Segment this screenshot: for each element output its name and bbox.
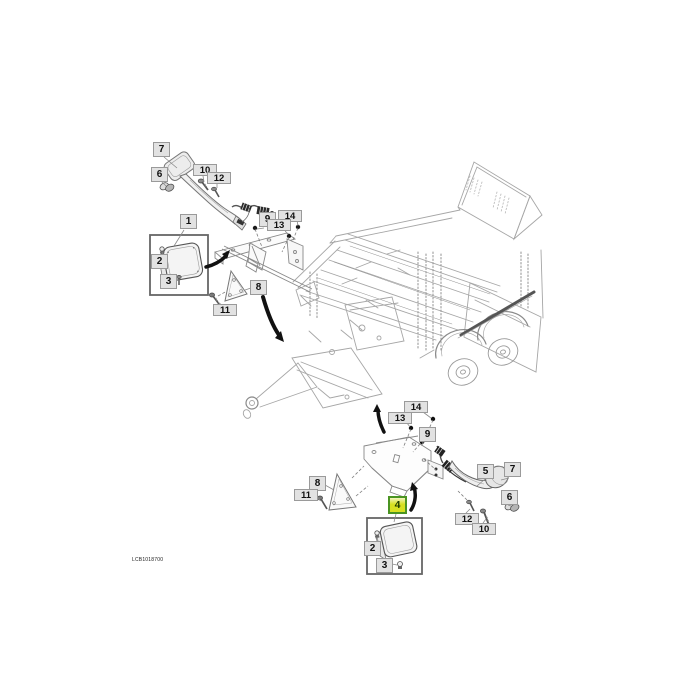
callout-7-lower[interactable]: 7 (504, 462, 521, 477)
bulb-3-lower (397, 561, 403, 569)
callout-8-lower[interactable]: 8 (309, 476, 326, 491)
callout-6-upper[interactable]: 6 (151, 167, 168, 182)
callout-11-upper[interactable]: 11 (213, 304, 237, 316)
bolt-12-upper (211, 186, 220, 198)
callout-2-lower[interactable]: 2 (364, 541, 381, 556)
callout-10-lower[interactable]: 10 (472, 523, 496, 535)
bolt-11-lower (317, 495, 328, 510)
callout-4-highlighted[interactable]: 4 (388, 496, 407, 514)
bolt-11-upper (209, 292, 220, 305)
callout-7-upper[interactable]: 7 (153, 142, 170, 157)
callout-8-upper[interactable]: 8 (250, 280, 267, 295)
nut-6-upper (159, 182, 175, 192)
callout-12-lower[interactable]: 12 (455, 513, 479, 525)
callout-3-lower[interactable]: 3 (376, 558, 393, 573)
bulb-2-lower (374, 530, 380, 539)
callout-12-upper[interactable]: 12 (207, 172, 231, 184)
callout-6-lower[interactable]: 6 (501, 490, 518, 505)
upper-triangle-plate (209, 269, 248, 305)
callout-5-lower[interactable]: 5 (477, 464, 494, 479)
callout-11-lower[interactable]: 11 (294, 489, 318, 501)
baler-illustration (242, 161, 544, 419)
lamp-4-lower (375, 521, 418, 561)
bolt-10-upper (197, 178, 209, 191)
callout-9-lower[interactable]: 9 (419, 427, 436, 442)
callout-13-upper[interactable]: 13 (267, 219, 291, 231)
upper-mirror-arm (159, 151, 274, 231)
lower-mount-bracket (351, 416, 444, 498)
flow-arrows (204, 250, 418, 512)
callout-1-upper[interactable]: 1 (180, 214, 197, 229)
bolt-12-lower (466, 499, 475, 512)
callout-2-upper[interactable]: 2 (151, 254, 168, 269)
figure-id-text: LCB1018700 (132, 557, 164, 563)
callout-13-lower[interactable]: 13 (388, 412, 412, 424)
callout-14-lower[interactable]: 14 (404, 401, 428, 413)
callout-3-upper[interactable]: 3 (160, 274, 177, 289)
